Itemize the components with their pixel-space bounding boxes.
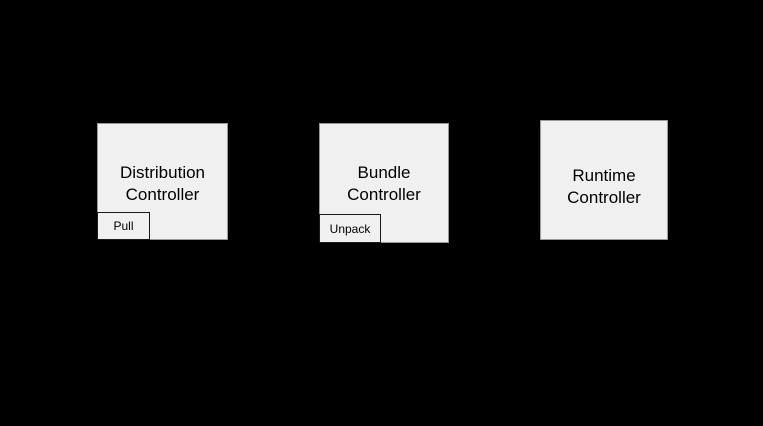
tab-unpack[interactable]: Unpack: [319, 214, 381, 243]
tab-label-unpack: Unpack: [329, 221, 371, 236]
node-label-bundle-controller: Bundle Controller: [347, 163, 421, 204]
node-label-runtime-controller: Runtime Controller: [567, 166, 641, 207]
tab-label-pull: Pull: [113, 219, 134, 233]
node-runtime-controller[interactable]: Runtime Controller: [540, 120, 668, 240]
node-label-distribution-controller: Distribution Controller: [119, 163, 206, 204]
tab-pull[interactable]: Pull: [97, 212, 150, 240]
